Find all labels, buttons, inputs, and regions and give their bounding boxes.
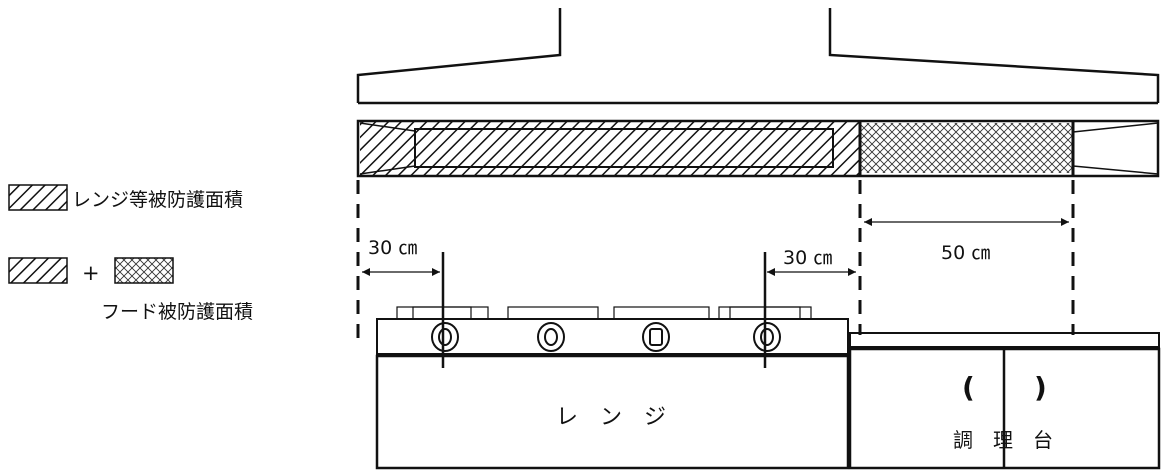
dim-label-50: 50 ㎝	[941, 242, 990, 264]
band-diagonal-right	[1072, 122, 1159, 133]
protection-band-outline	[356, 119, 1160, 178]
dim-label-right-30: 30 ㎝	[783, 247, 832, 269]
counter-paren-close: )	[1034, 371, 1047, 404]
range-unit	[375, 252, 850, 470]
burner-knobs	[431, 322, 781, 352]
range-body	[375, 354, 850, 470]
range-label: レ ン ジ	[556, 405, 666, 430]
exhaust-hood	[356, 8, 1160, 105]
legend-hood-label: フード被防護面積	[101, 301, 253, 323]
projection-lines	[356, 180, 1075, 345]
dimension-arrows	[362, 218, 1069, 276]
band-diagonal-right-bottom	[1072, 165, 1159, 175]
range-top-panel	[376, 318, 849, 355]
legend-hatch-swatch-2	[8, 257, 68, 284]
knob-icon	[753, 322, 781, 352]
legend-hatch-swatch	[8, 184, 68, 211]
band-diagonal-left-bottom	[359, 165, 416, 175]
legend-cross-swatch	[114, 257, 174, 284]
band-diagonal-left	[359, 122, 416, 132]
trivets	[396, 306, 812, 320]
dim-label-left-30: 30 ㎝	[368, 237, 417, 259]
knob-icon	[537, 322, 565, 352]
duct-left-wall	[356, 8, 562, 103]
legend: レンジ等被防護面積 + フード被防護面積	[8, 184, 253, 323]
protection-area-band	[356, 119, 1160, 178]
legend-range-label: レンジ等被防護面積	[72, 189, 243, 211]
counter-paren-open: (	[962, 371, 975, 404]
inner-range-frame	[414, 128, 834, 168]
knob-icon	[431, 322, 459, 352]
counter-top	[849, 332, 1160, 348]
duct-right-wall	[828, 8, 1160, 103]
hood-protection-area	[860, 123, 1073, 173]
counter-unit	[848, 332, 1161, 470]
counter-label: 調 理 台	[953, 428, 1053, 452]
legend-plus: +	[82, 261, 100, 285]
knob-icon	[642, 322, 670, 352]
